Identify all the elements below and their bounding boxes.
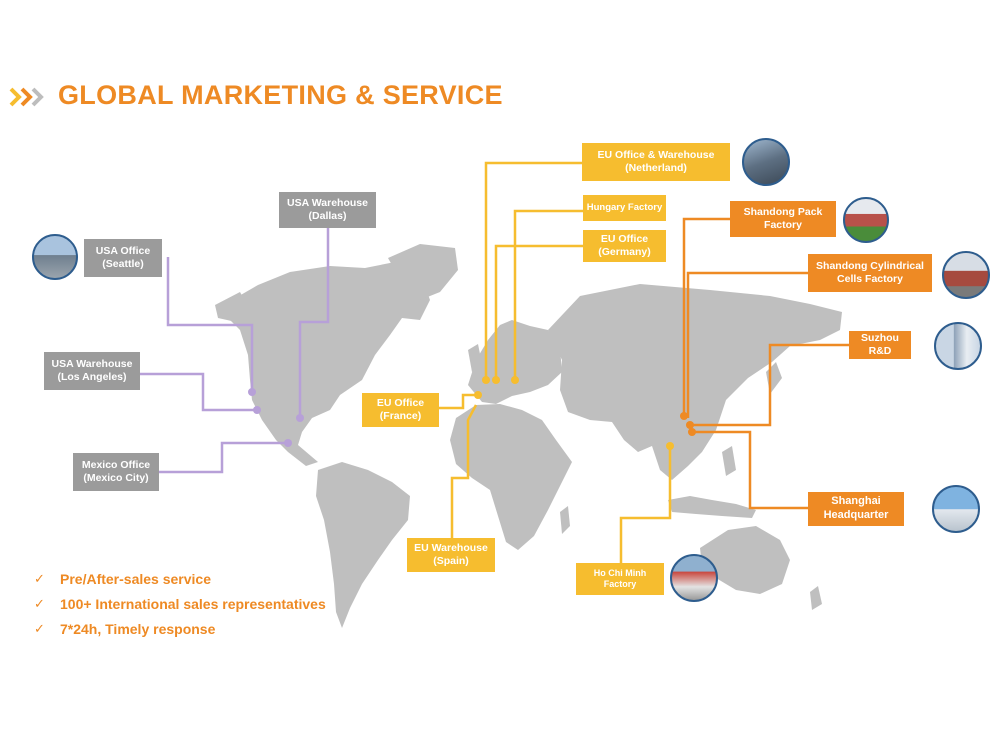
china-connectors <box>682 217 849 510</box>
philippines-shape <box>722 446 736 476</box>
new-zealand-shape <box>810 586 822 610</box>
location-dots <box>248 376 696 450</box>
europe-connectors <box>429 161 672 565</box>
label-usa-office: USA Office(Seattle) <box>84 239 162 277</box>
label-eu-office-netherland: EU Office & Warehouse(Netherland) <box>582 143 730 181</box>
photo-netherland-warehouse <box>742 138 790 186</box>
photo-shanghai-headquarter <box>932 485 980 533</box>
photo-ho-chi-minh-factory <box>670 554 718 602</box>
check-icon: ✓ <box>34 570 45 586</box>
uk-shape <box>468 344 482 372</box>
photo-shandong-pack-factory <box>843 197 889 243</box>
south-america-shape <box>316 462 410 628</box>
check-icon: ✓ <box>34 620 45 636</box>
land-masses <box>215 244 842 628</box>
africa-shape <box>450 404 572 550</box>
north-america-shape <box>228 262 430 466</box>
photo-seattle-building <box>32 234 78 280</box>
madagascar-shape <box>560 506 570 534</box>
greenland-shape <box>388 244 458 300</box>
list-item: ✓ 100+ International sales representativ… <box>34 595 326 612</box>
page-title: GLOBAL MARKETING & SERVICE <box>58 80 503 110</box>
asia-shape <box>548 284 842 480</box>
alaska-shape <box>215 292 250 322</box>
photo-suzhou-rnd-building <box>934 322 982 370</box>
list-item: ✓ Pre/After-sales service <box>34 570 211 587</box>
chevron-right-double-icon <box>9 87 44 107</box>
japan-shape <box>766 362 782 394</box>
label-hungary-factory: Hungary Factory <box>583 195 666 221</box>
australia-shape <box>700 526 790 594</box>
list-item: ✓ 7*24h, Timely response <box>34 620 216 637</box>
label-usa-warehouse-dallas: USA Warehouse(Dallas) <box>279 192 376 228</box>
label-eu-office-france: EU Office(France) <box>362 393 439 427</box>
service-bullet-list: ✓ Pre/After-sales service ✓ 100+ Interna… <box>34 566 326 641</box>
label-eu-warehouse-spain: EU Warehouse(Spain) <box>407 538 495 572</box>
check-icon: ✓ <box>34 595 45 611</box>
indonesia-shape <box>668 496 756 518</box>
photo-shandong-cylindrical-factory <box>942 251 990 299</box>
americas-connectors <box>140 228 330 474</box>
label-eu-office-germany: EU Office(Germany) <box>583 230 666 262</box>
label-usa-warehouse-la: USA Warehouse(Los Angeles) <box>44 352 140 390</box>
label-mexico-office: Mexico Office(Mexico City) <box>73 453 159 491</box>
